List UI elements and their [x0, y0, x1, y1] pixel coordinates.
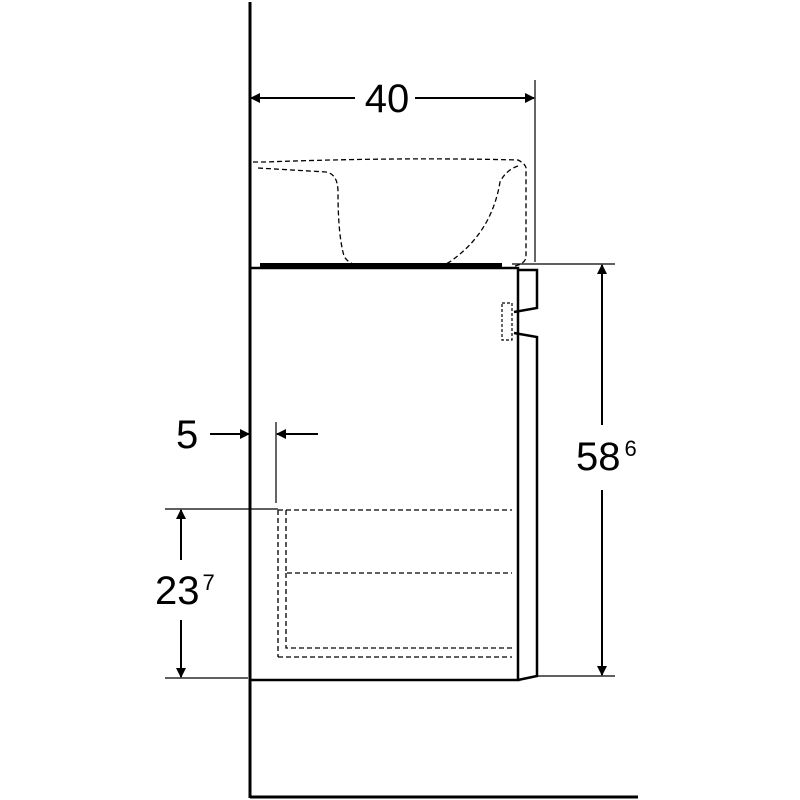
cabinet-body: [250, 266, 520, 682]
dimension-width-40: 40: [250, 77, 536, 262]
dimension-label-offset: 5: [176, 413, 198, 457]
handle-recess: [501, 302, 513, 341]
dimension-offset-5: 5: [176, 413, 318, 503]
cabinet-front-door: [513, 268, 539, 682]
dimension-label-width: 40: [365, 77, 410, 121]
internal-drawer-outline: [277, 509, 512, 658]
washbasin-outline: [253, 158, 527, 267]
